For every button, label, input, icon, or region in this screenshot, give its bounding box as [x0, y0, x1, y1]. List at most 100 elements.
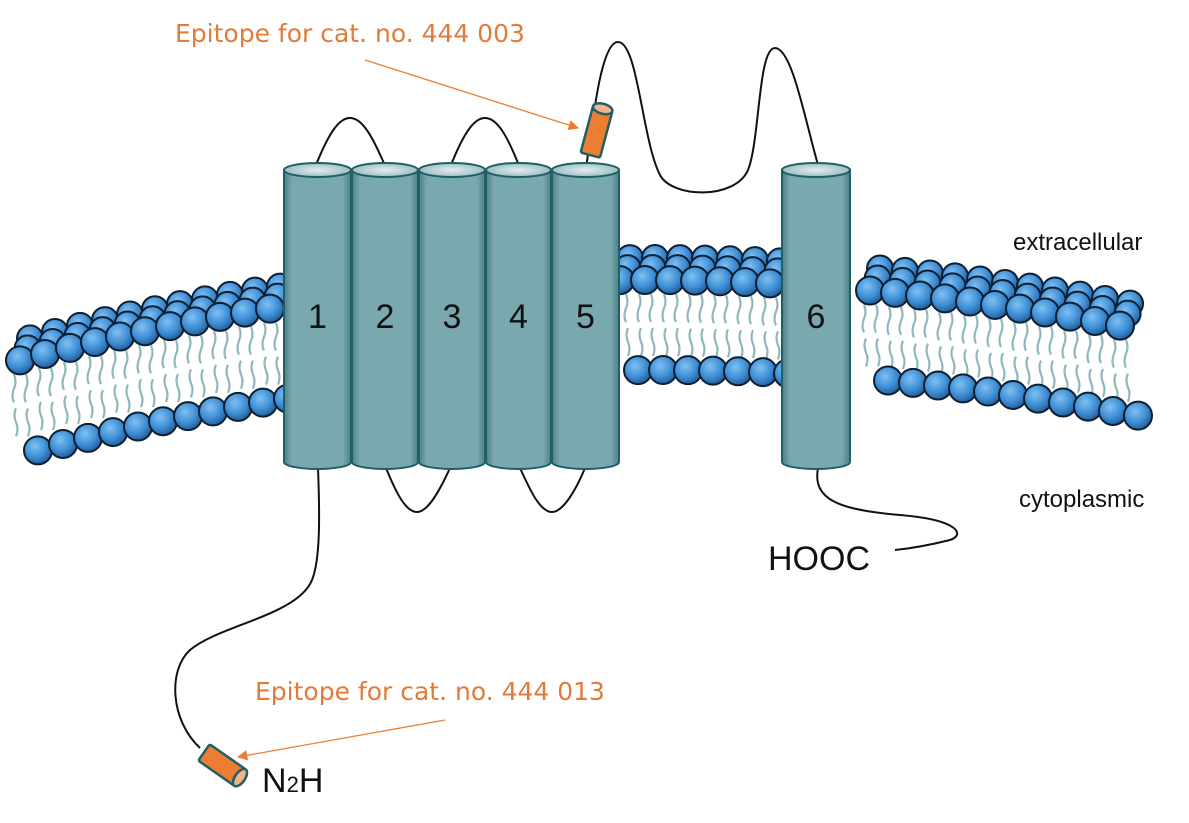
c-terminus-label: HOOC — [768, 540, 870, 578]
lipid-head — [698, 355, 728, 386]
extracellular-loop-3-4 — [450, 116, 521, 169]
lipid-head — [623, 355, 653, 386]
lipid-tail — [1023, 322, 1031, 385]
lipid-head — [855, 275, 885, 306]
region-label-cytoplasmic: cytoplasmic — [1019, 486, 1144, 513]
lipid-tail — [973, 315, 981, 378]
lipid-tail — [698, 294, 706, 357]
epitope-cylinder-cap — [231, 767, 249, 788]
lipid-head — [955, 286, 985, 317]
lipid-tail — [636, 293, 644, 357]
lipid-head — [1073, 391, 1103, 422]
lipid-head — [705, 266, 735, 297]
helix-number: 3 — [443, 298, 462, 336]
helix-body — [551, 169, 620, 470]
helix-number: 6 — [807, 298, 826, 336]
lipid-tail — [148, 344, 156, 408]
lipid-head — [173, 401, 203, 432]
lipid-head — [1005, 293, 1035, 324]
helix-body — [781, 169, 851, 470]
helix-number: 5 — [576, 298, 595, 336]
epitope-cylinder-cap — [591, 102, 614, 116]
n-terminus-h: H — [299, 762, 324, 800]
lipid-head — [630, 265, 660, 296]
lipid-tail — [248, 326, 256, 389]
lipid-tail — [273, 322, 281, 385]
lipid-head — [998, 379, 1028, 410]
helix-number: 1 — [308, 298, 327, 336]
lipid-tail — [986, 318, 994, 382]
helix-number: 4 — [509, 298, 528, 336]
lipid-tail — [1086, 334, 1094, 398]
lipid-tail — [961, 315, 969, 378]
lipid-head — [723, 356, 753, 387]
lipid-tail — [173, 339, 181, 403]
lipid-head — [1080, 305, 1110, 336]
lipid-head — [880, 277, 910, 308]
lipid-tail — [161, 339, 169, 403]
lipid-head — [1023, 383, 1053, 414]
lipid-tail — [936, 312, 944, 375]
lipid-head — [755, 268, 785, 299]
lipid-head — [923, 370, 953, 401]
lipid-head — [55, 332, 85, 363]
lipid-head — [1030, 297, 1060, 328]
region-label-extracellular: extracellular — [1013, 229, 1142, 256]
lipid-head — [648, 355, 678, 386]
lipid-head — [1055, 301, 1085, 332]
lipid-tail — [98, 355, 106, 419]
helix-6: 6 — [781, 162, 851, 470]
helix-4: 4 — [485, 162, 552, 470]
lipid-tail — [923, 309, 931, 372]
helix-body — [418, 169, 486, 470]
helix-5: 5 — [551, 162, 620, 470]
lipid-tail — [873, 304, 881, 367]
lipid-head — [980, 289, 1010, 320]
lipid-tail — [861, 304, 869, 367]
n-terminal-tail — [174, 467, 321, 749]
lipid-tail — [711, 294, 719, 358]
lipid-tail — [673, 293, 681, 357]
lipid-head — [930, 283, 960, 314]
lipid-head — [73, 422, 103, 453]
lipid-tail — [736, 295, 744, 359]
lipid-head — [30, 338, 60, 369]
lipid-tail — [123, 350, 131, 413]
lipid-head — [973, 376, 1003, 407]
lipid-head — [905, 280, 935, 311]
extracellular-loop-1-2 — [315, 116, 387, 169]
lipid-tail — [898, 306, 906, 370]
lipid-head — [655, 265, 685, 296]
lipid-head — [673, 355, 703, 386]
lipid-tail — [23, 373, 31, 437]
lipid-tail — [48, 367, 56, 431]
lipid-head — [1048, 387, 1078, 418]
helix-cap — [781, 162, 851, 178]
lipid-tail — [623, 293, 631, 357]
lipid-head — [80, 327, 110, 358]
lipid-head — [180, 306, 210, 337]
lipid-tail — [223, 330, 231, 394]
lipid-tail — [748, 295, 756, 359]
lipid-tail — [1098, 334, 1106, 398]
lipid-head — [255, 293, 285, 324]
lipid-tail — [186, 335, 194, 398]
helix-body — [485, 169, 552, 470]
lipid-tail — [761, 296, 769, 360]
lipid-tail — [648, 293, 656, 357]
lipid-tail — [998, 318, 1006, 382]
epitope-label-444013: Epitope for cat. no. 444 013 — [255, 677, 605, 706]
lipid-tail — [1061, 330, 1069, 393]
lipid-head — [23, 435, 53, 466]
cytoplasmic-loop-2-3 — [385, 467, 451, 514]
helix-body — [351, 169, 419, 470]
helix-cap — [351, 162, 419, 178]
lipid-head — [1105, 310, 1135, 341]
lipid-tail — [911, 309, 919, 372]
lipid-tail — [1036, 326, 1044, 389]
lipid-tail — [661, 293, 669, 357]
n-terminus-subscript: 2 — [287, 772, 299, 797]
lipid-head — [730, 267, 760, 298]
